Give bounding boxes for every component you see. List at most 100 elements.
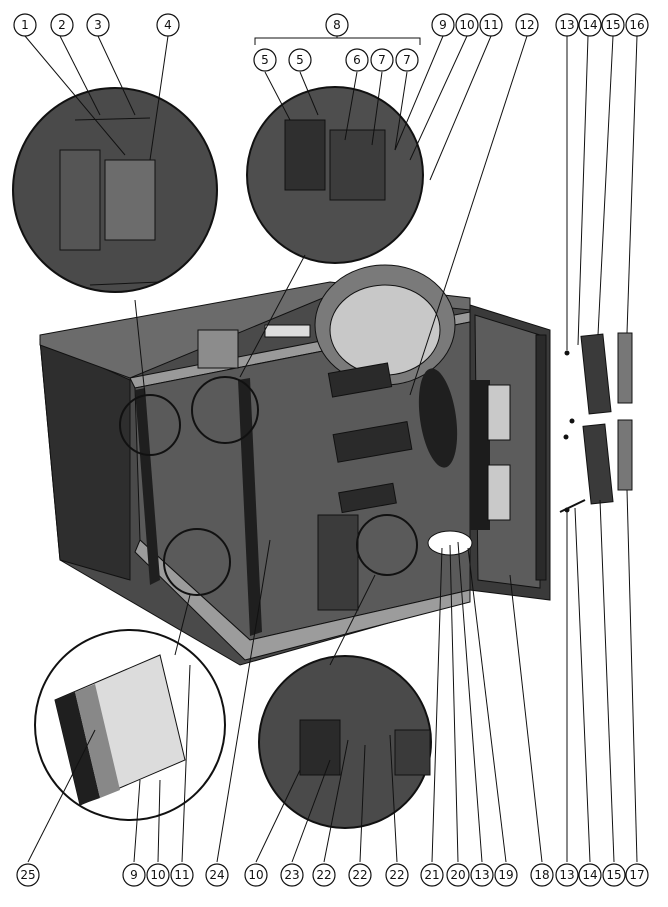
callout-c7b: 7 — [395, 48, 419, 72]
callout-c20: 20 — [446, 863, 470, 887]
callout-circle — [385, 863, 409, 887]
callout-circle — [555, 13, 579, 37]
callout-number: 10 — [459, 18, 474, 32]
callout-c22b: 22 — [348, 863, 372, 887]
callout-number: 17 — [629, 868, 644, 882]
callout-number: 19 — [498, 868, 513, 882]
callout-c4: 4 — [156, 13, 180, 37]
callout-number: 8 — [333, 18, 341, 32]
callout-circle — [312, 863, 336, 887]
callout-circle — [555, 863, 579, 887]
callout-number: 18 — [534, 868, 549, 882]
callout-number: 2 — [58, 18, 66, 32]
callout-c21: 21 — [420, 863, 444, 887]
callout-c11b: 11 — [170, 863, 194, 887]
callout-number: 10 — [150, 868, 165, 882]
callout-circle — [578, 13, 602, 37]
callout-circle — [146, 863, 170, 887]
callout-circle — [479, 13, 503, 37]
callout-c3: 3 — [86, 13, 110, 37]
callout-number: 10 — [248, 868, 263, 882]
callout-circle — [601, 13, 625, 37]
callout-number: 13 — [474, 868, 489, 882]
callout-circle — [16, 863, 40, 887]
callout-c2: 2 — [50, 13, 74, 37]
callout-number: 11 — [174, 868, 189, 882]
callout-number: 5 — [261, 53, 269, 67]
callout-c8: 8 — [325, 13, 349, 37]
callout-number: 14 — [582, 868, 597, 882]
callout-c7a: 7 — [370, 48, 394, 72]
callout-number: 21 — [424, 868, 439, 882]
callout-c9t: 9 — [431, 13, 455, 37]
detail-view-bottom-left — [34, 629, 226, 821]
callout-circle — [244, 863, 268, 887]
callout-c13b: 13 — [555, 863, 579, 887]
callout-circle — [205, 863, 229, 887]
callout-number: 5 — [296, 53, 304, 67]
callout-number: 3 — [94, 18, 102, 32]
callout-c13m: 13 — [470, 863, 494, 887]
callout-circle — [325, 13, 349, 37]
callout-number: 22 — [316, 868, 331, 882]
callout-number: 20 — [450, 868, 465, 882]
ref-circle-1 — [119, 394, 181, 456]
callout-c18: 18 — [530, 863, 554, 887]
callout-circle — [288, 48, 312, 72]
callout-circle — [122, 863, 146, 887]
callout-number: 1 — [21, 18, 29, 32]
callout-number: 25 — [20, 868, 35, 882]
callout-c22a: 22 — [312, 863, 336, 887]
callout-number: 7 — [378, 53, 386, 67]
callout-circle — [280, 863, 304, 887]
callout-c11t: 11 — [479, 13, 503, 37]
callout-circle — [470, 863, 494, 887]
callout-number: 11 — [483, 18, 498, 32]
callout-circle — [86, 13, 110, 37]
callout-number: 9 — [130, 868, 138, 882]
callout-c16: 16 — [625, 13, 649, 37]
callout-c10t: 10 — [455, 13, 479, 37]
callout-number: 13 — [559, 18, 574, 32]
callout-circle — [348, 863, 372, 887]
callout-circle — [455, 13, 479, 37]
callout-number: 12 — [519, 18, 534, 32]
callout-number: 13 — [559, 868, 574, 882]
main-housing — [39, 264, 471, 666]
callout-c14b: 14 — [578, 863, 602, 887]
callout-number: 7 — [403, 53, 411, 67]
callout-number: 22 — [389, 868, 404, 882]
callout-c13t: 13 — [555, 13, 579, 37]
callout-number: 23 — [284, 868, 299, 882]
callout-circle — [395, 48, 419, 72]
callout-number: 14 — [582, 18, 597, 32]
callout-circle — [494, 863, 518, 887]
callout-number: 24 — [209, 868, 224, 882]
detail-view-top-left — [12, 87, 218, 293]
callout-c9b: 9 — [122, 863, 146, 887]
callout-circle — [625, 13, 649, 37]
callout-c5b: 5 — [288, 48, 312, 72]
callout-c10b: 10 — [146, 863, 170, 887]
ref-circle-2 — [191, 376, 259, 444]
callout-c24: 24 — [205, 863, 229, 887]
callout-c10c: 10 — [244, 863, 268, 887]
callout-number: 22 — [352, 868, 367, 882]
callout-circle — [420, 863, 444, 887]
callout-c5a: 5 — [253, 48, 277, 72]
callout-circle — [625, 863, 649, 887]
callout-circle — [345, 48, 369, 72]
detail-view-top-center — [246, 86, 424, 264]
callout-circle — [370, 48, 394, 72]
callout-number: 15 — [605, 18, 620, 32]
callout-number: 6 — [353, 53, 361, 67]
detail-view-bottom-center — [258, 655, 432, 829]
callout-circle — [170, 863, 194, 887]
callout-c14t: 14 — [578, 13, 602, 37]
callout-circle — [50, 13, 74, 37]
callout-number: 9 — [439, 18, 447, 32]
hinged-door — [469, 304, 551, 601]
callout-circle — [530, 863, 554, 887]
